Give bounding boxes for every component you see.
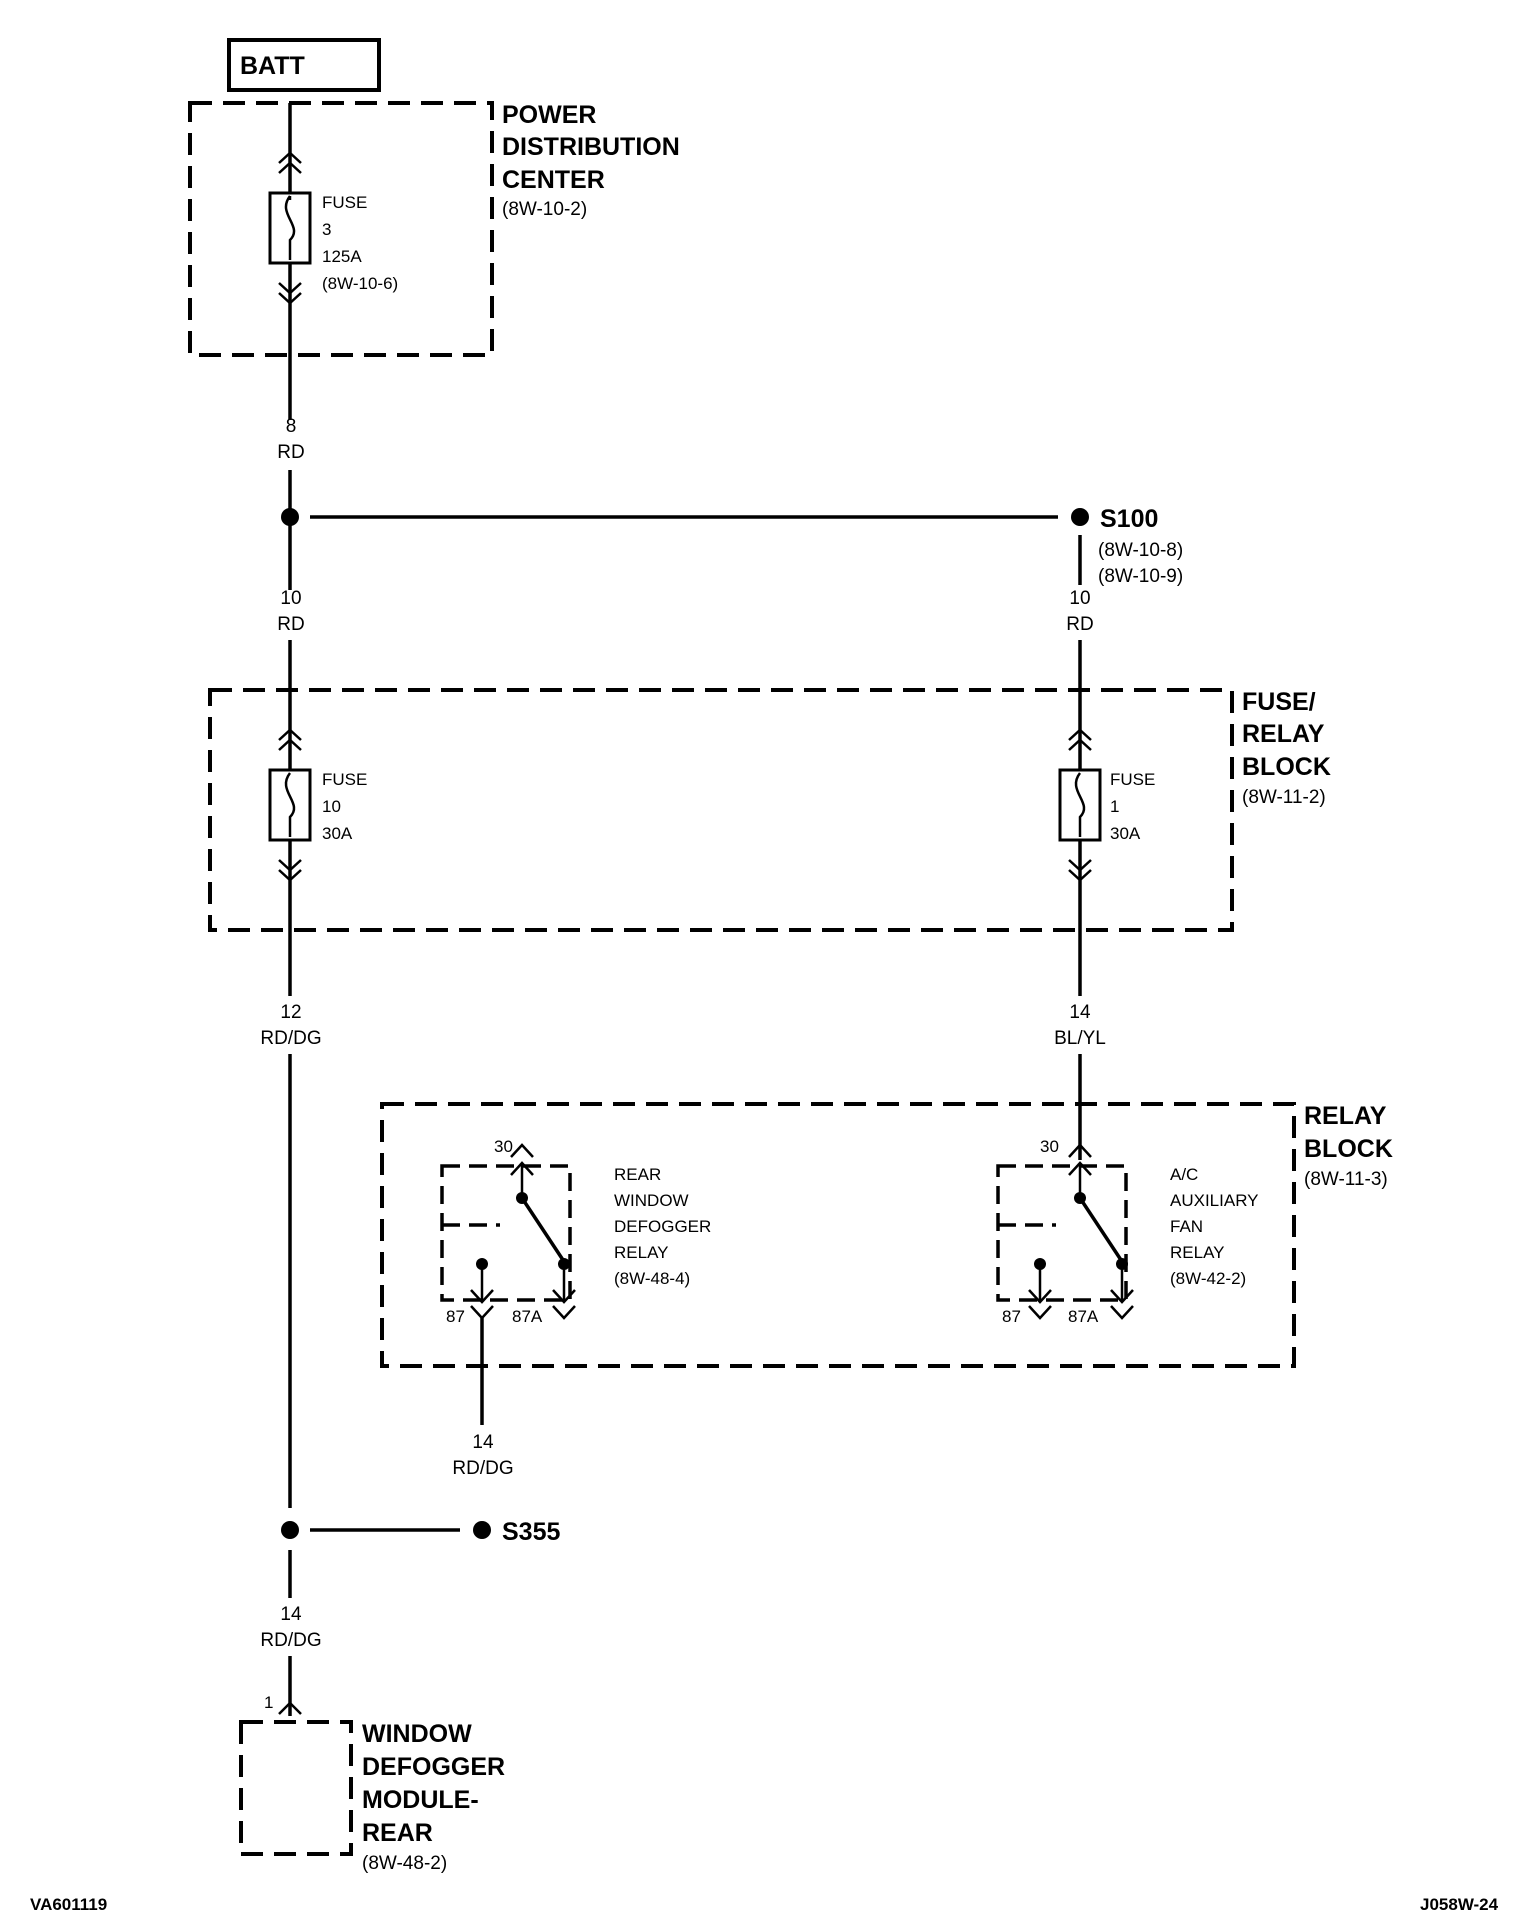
relay-ac-pin87: 87 <box>1002 1307 1021 1326</box>
relay-ac-line-1: A/C <box>1170 1165 1198 1184</box>
splice-s355-dot <box>473 1521 491 1539</box>
frb-title-3: BLOCK <box>1242 753 1331 781</box>
wire-left-12-color: RD/DG <box>260 1028 321 1049</box>
splice-left-dot <box>281 508 299 526</box>
relay-ac-line-2: AUXILIARY <box>1170 1191 1259 1210</box>
wire-left-10-gauge: 10 <box>280 588 301 609</box>
fuse-10-line-3: 30A <box>322 824 353 843</box>
relay-rear-pin87: 87 <box>446 1307 465 1326</box>
relay-block-title-2: BLOCK <box>1304 1135 1393 1163</box>
fuse-1-symbol <box>1058 728 1102 882</box>
relay-rear-line-2: WINDOW <box>614 1191 689 1210</box>
relay-ac-pin30: 30 <box>1040 1137 1059 1156</box>
fuse-pdc-line-4: (8W-10-6) <box>322 274 398 293</box>
relay-rear-line-5: (8W-48-4) <box>614 1269 690 1288</box>
splice-s100-name: S100 <box>1100 505 1158 533</box>
splice-s100-ref2: (8W-10-9) <box>1098 566 1183 587</box>
batt-label: BATT <box>240 52 305 80</box>
relay-block-title-1: RELAY <box>1304 1102 1387 1130</box>
frb-ref: (8W-11-2) <box>1242 787 1326 808</box>
splice-left-lower-dot <box>281 1521 299 1539</box>
fuse-pdc-line-3: 125A <box>322 247 362 266</box>
module-title-4: REAR <box>362 1819 433 1847</box>
relay-rear-line-3: DEFOGGER <box>614 1217 711 1236</box>
wire-left-12-gauge: 12 <box>280 1002 301 1023</box>
module-box <box>239 1720 353 1856</box>
wire-right-14-gauge: 14 <box>1069 1002 1091 1023</box>
relay-rear-symbol <box>440 1143 576 1320</box>
relay-rear-line-1: REAR <box>614 1165 661 1184</box>
relay-block-box <box>380 1102 1296 1368</box>
wire-left-10-color: RD <box>277 614 304 635</box>
relay-ac-symbol <box>996 1143 1134 1320</box>
module-ref: (8W-48-2) <box>362 1853 447 1874</box>
frb-title-2: RELAY <box>1242 720 1325 748</box>
module-title-3: MODULE- <box>362 1786 479 1814</box>
relay-rear-line-4: RELAY <box>614 1243 669 1262</box>
wire-relay-out-gauge: 14 <box>472 1432 494 1453</box>
fuse-relay-block-box <box>208 688 1234 932</box>
wire-module-gauge: 14 <box>280 1604 302 1625</box>
pdc-title-1: POWER <box>502 101 596 129</box>
fuse-10-line-1: FUSE <box>322 770 367 789</box>
module-connector-icon <box>278 1701 302 1715</box>
wire-right-14-gap <box>1050 996 1112 1054</box>
fuse-1-line-2: 1 <box>1110 797 1119 816</box>
footer-left-code: VA601119 <box>30 1895 107 1914</box>
wire-right-10-gauge: 10 <box>1069 588 1090 609</box>
fuse-1-line-1: FUSE <box>1110 770 1155 789</box>
fuse-pdc-symbol <box>268 151 312 305</box>
batt-box <box>227 38 381 92</box>
wire-relay-out-color: RD/DG <box>452 1458 513 1479</box>
relay-rear-pin87a: 87A <box>512 1307 543 1326</box>
fuse-1-line-3: 30A <box>1110 824 1141 843</box>
fuse-pdc-line-1: FUSE <box>322 193 367 212</box>
relay-ac-line-3: FAN <box>1170 1217 1203 1236</box>
wire-right-10-color: RD <box>1066 614 1093 635</box>
module-pin: 1 <box>264 1693 273 1712</box>
fuse-10-symbol <box>268 728 312 882</box>
splice-s355-name: S355 <box>502 1518 560 1546</box>
wire-module-color: RD/DG <box>260 1630 321 1651</box>
wire-pdc-gauge: 8 <box>286 416 297 437</box>
module-title-1: WINDOW <box>362 1720 472 1748</box>
relay-ac-line-5: (8W-42-2) <box>1170 1269 1246 1288</box>
relay-ac-line-4: RELAY <box>1170 1243 1225 1262</box>
pdc-box <box>188 101 494 357</box>
wire-pdc-color: RD <box>277 442 304 463</box>
splice-s100-ref1: (8W-10-8) <box>1098 540 1183 561</box>
relay-block-ref: (8W-11-3) <box>1304 1169 1388 1190</box>
footer-right-code: J058W-24 <box>1420 1895 1499 1914</box>
module-title-2: DEFOGGER <box>362 1753 505 1781</box>
wire-right-14-color: BL/YL <box>1054 1028 1106 1049</box>
pdc-ref: (8W-10-2) <box>502 199 587 220</box>
pdc-title-3: CENTER <box>502 166 605 194</box>
wire-left-12-gap <box>262 996 320 1054</box>
splice-s100-dot <box>1071 508 1089 526</box>
frb-title-1: FUSE/ <box>1242 688 1316 716</box>
fuse-10-line-2: 10 <box>322 797 341 816</box>
relay-rear-pin30: 30 <box>494 1137 513 1156</box>
pdc-title-2: DISTRIBUTION <box>502 133 680 161</box>
relay-ac-pin87a: 87A <box>1068 1307 1099 1326</box>
fuse-pdc-line-2: 3 <box>322 220 331 239</box>
